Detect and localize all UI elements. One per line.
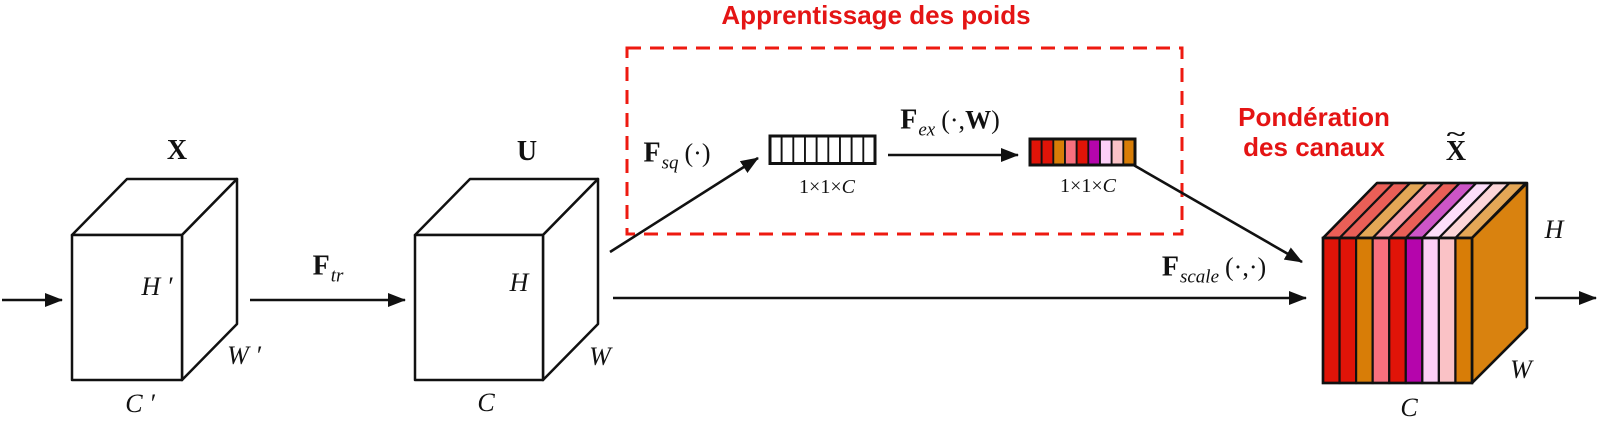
fscale-label: Fscale(·,·): [1161, 251, 1267, 288]
tilde-mark: ~: [1446, 121, 1466, 146]
squeeze-bar: [768, 134, 877, 165]
weight-learning-title: Apprentissage des poids: [721, 0, 1031, 30]
excitation-bar-size-label: 1×1×C: [1060, 176, 1116, 196]
squeeze-cell: [827, 135, 841, 165]
dim-w-label-u: W: [589, 342, 611, 371]
dim-w-prime-label: W ′: [227, 341, 261, 370]
fsq-sub: sq: [661, 152, 679, 174]
ftr-f: F: [312, 250, 330, 282]
cube-xtilde-front-outline: [1321, 236, 1474, 385]
cube-x-front-face: [70, 233, 184, 382]
weight-cell: [1122, 138, 1136, 166]
weight-cell: [1110, 138, 1125, 166]
dim-c-label-u: C: [477, 388, 495, 417]
channel-slab-front: [1454, 236, 1474, 385]
channel-weighting-line1: Pondération: [1238, 102, 1390, 132]
weight-cell: [1029, 138, 1043, 166]
cube-xtilde-letter: X: [1445, 136, 1467, 167]
cube-u-label: U: [516, 136, 538, 167]
fsq-label: Fsq(·): [643, 137, 711, 174]
squeeze-cell: [862, 135, 876, 165]
fex-args-pre: (·,: [941, 105, 966, 135]
fex-sub: ex: [918, 119, 936, 141]
cube-xtilde-top-stripes: [1321, 181, 1528, 240]
excitation-bar-outline: [1028, 137, 1137, 167]
fscale-args: (·,·): [1225, 252, 1267, 282]
fex-label: Fex(·,W): [900, 104, 1000, 141]
fsq-f: F: [643, 137, 661, 169]
fscale-sub: scale: [1179, 266, 1220, 288]
channel-slab-front: [1437, 236, 1457, 385]
cube-xtilde-label: ~X: [1445, 123, 1467, 167]
dim-c-prime-label: C ′: [125, 389, 155, 418]
channel-slab-front: [1421, 236, 1440, 385]
dim-h-prime-label: H ′: [141, 272, 173, 301]
weight-cell: [1064, 138, 1078, 166]
dim-w-label-xtilde: W: [1510, 355, 1532, 384]
squeeze-cell: [839, 135, 853, 165]
squeeze-size-c: C: [841, 176, 855, 198]
channel-slab-front: [1404, 236, 1424, 385]
weight-cell: [1052, 138, 1066, 166]
squeeze-cell: [850, 135, 865, 165]
squeeze-cell: [804, 135, 818, 165]
reweight-arrow: [1129, 161, 1303, 264]
squeeze-bar-size-label: 1×1×C: [799, 177, 855, 197]
fscale-f: F: [1161, 251, 1179, 283]
channel-weighting-line2: des canaux: [1243, 132, 1385, 162]
channel-slab-front: [1371, 236, 1391, 385]
ftr-label: Ftr: [312, 250, 344, 287]
channel-slab-front: [1355, 236, 1374, 385]
weight-learning-dashed-box: [625, 46, 1184, 236]
squeeze-cell: [780, 135, 795, 165]
fex-f: F: [900, 104, 918, 136]
squeeze-cell: [769, 135, 783, 165]
fsq-arrow: [609, 156, 759, 254]
fsq-args: (·): [684, 138, 711, 168]
squeeze-size-pre: 1×1×: [799, 176, 842, 198]
excitation-bar: [1028, 137, 1137, 167]
weight-cell: [1099, 138, 1113, 166]
excitation-size-c: C: [1102, 175, 1116, 197]
cube-u-front-face: [413, 233, 545, 382]
excitation-size-pre: 1×1×: [1060, 175, 1103, 197]
dim-h-label-u: H: [509, 268, 529, 297]
channel-slab-front: [1338, 236, 1358, 385]
channel-slab-front: [1388, 236, 1407, 385]
squeeze-cell: [792, 135, 806, 165]
weight-cell: [1075, 138, 1090, 166]
channel-slab-front: [1321, 236, 1341, 385]
weight-cell: [1087, 138, 1101, 166]
dim-h-label-xtilde: H: [1544, 215, 1564, 244]
fex-w: W: [965, 105, 992, 135]
cube-x-label: X: [166, 135, 188, 166]
ftr-sub: tr: [330, 265, 344, 287]
squeeze-cell: [815, 135, 830, 165]
dim-c-label-xtilde: C: [1400, 393, 1418, 422]
channel-weighting-title: Pondération des canaux: [1238, 102, 1390, 162]
weight-cell: [1040, 138, 1055, 166]
fex-args-post: ): [991, 105, 1000, 135]
cube-xtilde-front-stripes: [1321, 236, 1474, 385]
squeeze-bar-outline: [768, 134, 877, 165]
